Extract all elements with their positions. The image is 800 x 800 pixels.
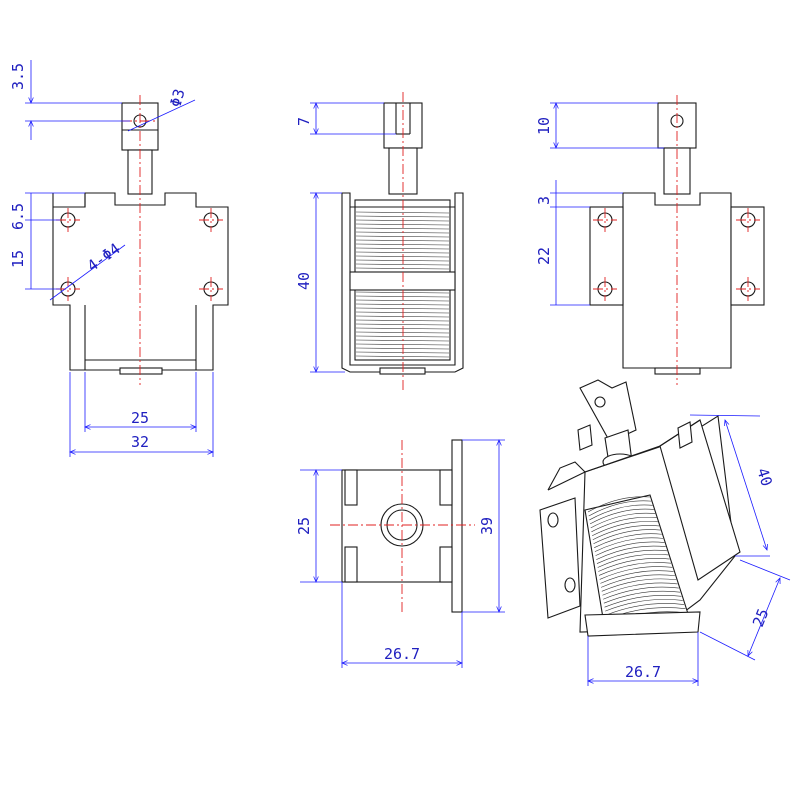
dim-iso-length: 40: [753, 466, 776, 489]
dim-side-plunger-slot: 7: [295, 117, 313, 126]
iso-coil-winding: [594, 537, 664, 552]
coil-winding: [355, 227, 450, 230]
iso-coil-winding: [591, 516, 657, 533]
dim-front-plunger-offset: 3.5: [9, 63, 27, 90]
coil-winding: [355, 231, 450, 234]
dim-front-outer-width: 32: [131, 433, 149, 451]
coil-winding: [355, 295, 450, 298]
isometric-view: 40 25 26.7: [539, 379, 791, 686]
iso-coil-winding: [588, 500, 652, 517]
coil-winding: [355, 251, 450, 254]
dim-front-top-hole: 6.5: [9, 203, 27, 230]
dim-side-body-height: 40: [295, 272, 313, 290]
iso-coil-winding: [600, 574, 675, 588]
iso-coil-winding: [598, 558, 670, 572]
dim-front-hole-pitch: 15: [9, 250, 27, 268]
coil-winding: [355, 323, 450, 326]
iso-coil-winding: [596, 545, 666, 560]
iso-coil-winding: [589, 508, 654, 525]
dim-front-holes: 4-Φ4: [84, 239, 124, 275]
dim-bottom-depth: 26.7: [384, 645, 420, 663]
dim-bottom-overall: 39: [478, 517, 496, 535]
dim-iso-depth: 26.7: [625, 663, 661, 681]
coil-winding: [355, 327, 450, 330]
iso-coil-winding: [605, 599, 683, 612]
iso-coil-winding: [600, 570, 674, 584]
iso-coil-winding: [590, 512, 656, 529]
bottom-plate: [451, 439, 463, 613]
coil-winding: [355, 291, 450, 294]
rear-view: 10 3 22: [535, 95, 765, 385]
iso-coil-winding: [601, 578, 677, 592]
side-frame: [341, 192, 464, 373]
iso-coil-winding: [602, 582, 678, 596]
iso-coil-winding: [593, 529, 661, 544]
coil-winding: [355, 303, 450, 306]
coil-winding: [355, 307, 450, 310]
iso-coil-winding: [603, 586, 679, 600]
iso-coil-winding: [598, 562, 671, 576]
dim-rear-plunger-head: 10: [535, 117, 553, 135]
coil-winding: [355, 355, 450, 358]
coil-winding: [355, 223, 450, 226]
coil-winding: [355, 255, 450, 258]
iso-coil-winding: [589, 504, 653, 521]
iso-coil-winding: [594, 533, 662, 548]
coil-winding: [355, 339, 450, 342]
iso-coil-winding: [603, 590, 681, 604]
coil-winding: [355, 311, 450, 314]
iso-coil-winding: [587, 496, 651, 513]
coil-winding: [355, 267, 450, 270]
coil-winding: [355, 331, 450, 334]
dim-front-pin-dia: Φ3: [166, 87, 188, 109]
coil-winding: [355, 343, 450, 346]
coil-winding: [355, 247, 450, 250]
coil-winding: [355, 319, 450, 322]
dim-bottom-width: 25: [295, 517, 313, 535]
iso-coil-winding: [604, 594, 682, 608]
coil-winding: [355, 347, 450, 350]
iso-base: [584, 611, 701, 637]
coil-winding: [355, 219, 450, 222]
coil-winding: [355, 239, 450, 242]
iso-coil-winding: [592, 521, 658, 537]
coil-winding: [355, 335, 450, 338]
iso-coil-winding: [599, 566, 673, 580]
dim-rear-top-offset: 3: [535, 196, 553, 205]
bottom-view: 25 39 26.7: [295, 440, 505, 668]
coil-winding: [355, 263, 450, 266]
iso-coil-winding: [605, 603, 685, 616]
coil-winding: [355, 299, 450, 302]
coil-winding: [355, 235, 450, 238]
dim-front-inner-width: 25: [131, 409, 149, 427]
iso-coil-winding: [595, 541, 665, 556]
coil-winding: [355, 315, 450, 318]
iso-coil-winding: [596, 549, 668, 564]
front-view: 3.5 Φ3 6.5 15 4-Φ4 25 32: [9, 60, 229, 457]
dim-rear-hole-pitch: 22: [535, 247, 553, 265]
coil-winding: [355, 259, 450, 262]
dim-iso-width: 25: [749, 606, 772, 629]
coil-winding: [355, 351, 450, 354]
side-view: 7 40: [295, 92, 464, 392]
iso-coil-winding: [597, 553, 669, 568]
coil-winding: [355, 215, 450, 218]
iso-coil-winding: [592, 525, 660, 541]
coil-winding: [355, 211, 450, 214]
coil-winding: [355, 243, 450, 246]
iso-tab-left: [539, 497, 581, 619]
